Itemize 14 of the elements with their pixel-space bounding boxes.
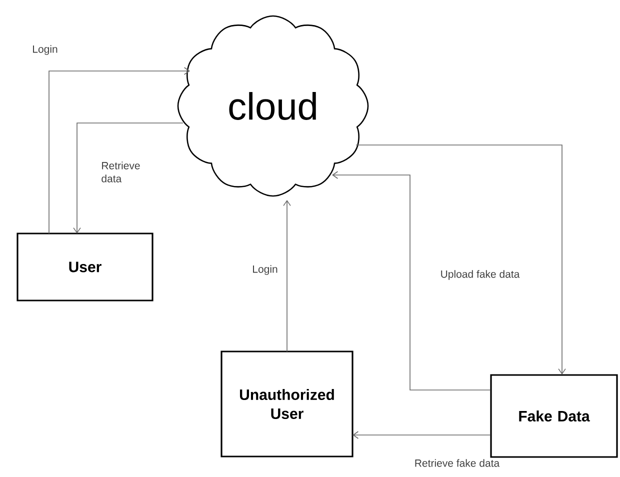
arrow xyxy=(283,200,291,352)
edge-label: Retrieve fake data xyxy=(413,458,501,468)
edge-label: Upload fake data xyxy=(439,269,521,281)
arrow xyxy=(352,431,491,439)
arrow xyxy=(73,122,184,234)
edge-label: Retrieve data xyxy=(100,160,144,184)
edge-label: Login xyxy=(251,264,279,276)
arrow xyxy=(332,171,491,390)
process-box: Fake Data xyxy=(490,374,618,458)
arrow xyxy=(48,67,190,234)
process-box: Unauthorized User xyxy=(220,350,354,458)
process-box: User xyxy=(16,232,154,302)
edge-label: Login xyxy=(31,44,59,56)
arrow xyxy=(356,144,566,374)
